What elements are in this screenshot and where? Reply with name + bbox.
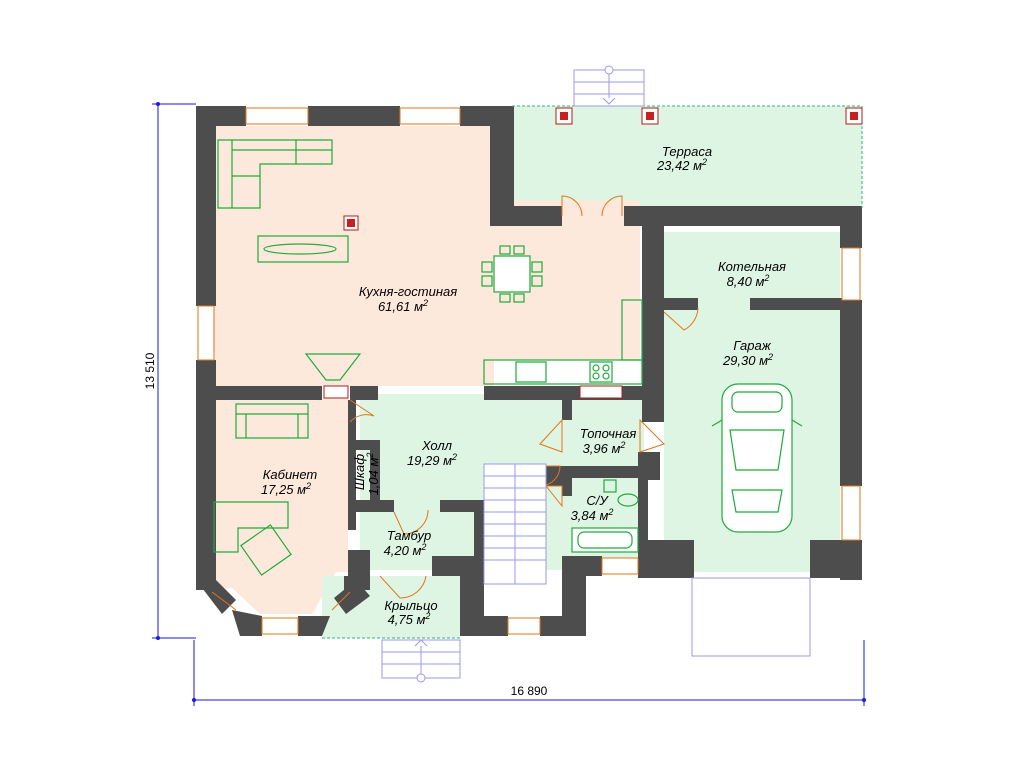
furnace-label: Топочная 3,96 м2 <box>580 426 637 456</box>
walls <box>196 106 862 636</box>
vestibule-label: Тамбур 4,20 м2 <box>384 528 432 558</box>
staircase <box>483 463 547 585</box>
svg-text:61,61 м2: 61,61 м2 <box>378 298 428 314</box>
terrace-columns <box>343 107 863 231</box>
terrace-label: Терраса 23,42 м2 <box>656 144 712 173</box>
svg-text:23,42 м2: 23,42 м2 <box>656 157 707 173</box>
svg-text:4,20 м2: 4,20 м2 <box>384 542 427 558</box>
width-dimension-label: 16 890 <box>511 684 548 698</box>
boiler-floor <box>664 232 840 304</box>
svg-text:С/У: С/У <box>586 493 609 508</box>
entry-steps <box>381 65 811 683</box>
height-dimension-label: 13 510 <box>143 352 157 389</box>
wardrobe-label: Шкаф 1,04 м2 <box>352 453 381 496</box>
svg-text:Тамбур: Тамбур <box>387 528 432 543</box>
garage-label: Гараж 29,30 м2 <box>722 338 773 368</box>
svg-text:3,96 м2: 3,96 м2 <box>583 440 626 456</box>
svg-text:Шкаф: Шкаф <box>352 454 367 490</box>
svg-text:Холл: Холл <box>421 438 453 453</box>
office-label: Кабинет 17,25 м2 <box>261 467 317 497</box>
dimension-width: 16 890 <box>192 640 866 706</box>
dimension-height: 13 510 <box>143 102 196 640</box>
windows <box>197 107 861 635</box>
boiler-label: Котельная 8,40 м2 <box>718 259 786 289</box>
svg-text:8,40 м2: 8,40 м2 <box>727 273 770 289</box>
svg-text:4,75 м2: 4,75 м2 <box>388 611 431 627</box>
svg-text:29,30 м2: 29,30 м2 <box>722 352 773 368</box>
kitchen-floor <box>214 126 494 386</box>
svg-text:Котельная: Котельная <box>718 259 786 274</box>
kitchen-label: Кухня-гостиная 61,61 м2 <box>359 284 457 314</box>
svg-text:1,04 м2: 1,04 м2 <box>365 453 381 496</box>
porch-label: Крыльцо 4,75 м2 <box>384 598 437 627</box>
svg-text:Кабинет: Кабинет <box>263 467 318 482</box>
svg-text:Кухня-гостиная: Кухня-гостиная <box>359 284 457 299</box>
svg-text:Терраса: Терраса <box>662 144 712 159</box>
furniture <box>213 139 803 576</box>
hall-label: Холл 19,29 м2 <box>407 438 457 468</box>
office-floor <box>210 398 348 614</box>
dining-table <box>493 255 531 293</box>
car-icon <box>711 383 803 533</box>
svg-text:19,29 м2: 19,29 м2 <box>407 452 457 468</box>
svg-text:3,84 м2: 3,84 м2 <box>571 507 614 523</box>
svg-text:17,25 м2: 17,25 м2 <box>261 481 311 497</box>
bathroom-label: С/У 3,84 м2 <box>571 493 614 523</box>
room-labels: Терраса 23,42 м2 Кухня-гостиная 61,61 м2… <box>261 144 786 627</box>
svg-text:Гараж: Гараж <box>733 338 771 353</box>
svg-text:Топочная: Топочная <box>580 426 637 441</box>
svg-text:Крыльцо: Крыльцо <box>384 598 437 613</box>
